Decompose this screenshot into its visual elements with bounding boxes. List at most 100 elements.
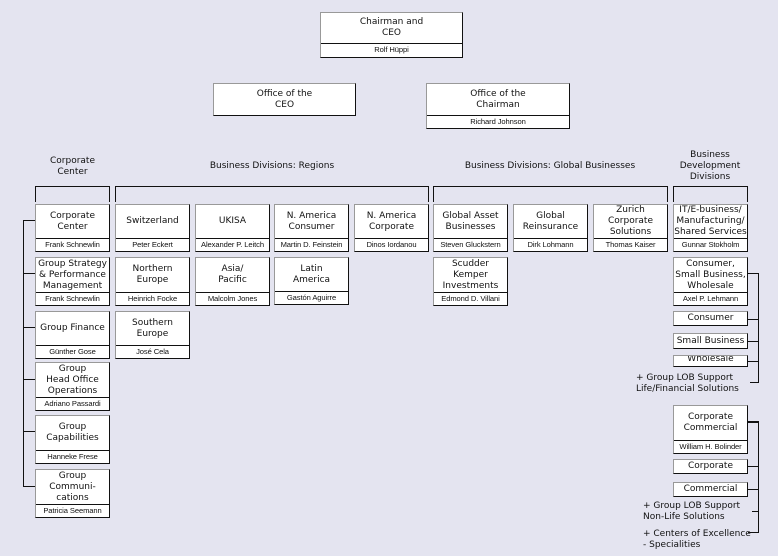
box-name: Dirk Lohmann (514, 238, 587, 251)
corporate-commercial-box[interactable]: Corporate Commercial William H. Bolinder (673, 405, 748, 454)
bracket-bizdev (673, 186, 748, 202)
box-name: Malcolm Jones (196, 292, 269, 305)
box-name: Peter Eckert (116, 238, 189, 251)
box-name: Gunnar Stokholm (674, 238, 747, 251)
region-asia-pacific-box[interactable]: Asia/ Pacific Malcolm Jones (195, 257, 270, 306)
small-business-box[interactable]: Small Business (673, 333, 748, 349)
box-name: Frank Schnewlin (36, 292, 109, 305)
commercial-box[interactable]: Commercial (673, 482, 748, 497)
csbw-connector (748, 361, 758, 362)
cc-connector (23, 431, 35, 432)
cc-connector (23, 327, 35, 328)
it-ebusiness-box[interactable]: IT/E-business/ Manufacturing/ Shared Ser… (673, 204, 748, 252)
box-title: Commercial (683, 484, 738, 494)
box-name: Dinos Iordanou (355, 238, 428, 251)
box-title: Northern Europe (132, 264, 173, 285)
box-title: N. America Corporate (366, 210, 417, 232)
box-title: Global Reinsurance (522, 210, 579, 232)
region-na-corporate-box[interactable]: N. America Corporate Dinos Iordanou (354, 204, 429, 252)
box-title: Consumer (687, 313, 734, 323)
corporate-box[interactable]: Corporate (673, 459, 748, 474)
box-name: José Cela (116, 345, 189, 358)
zurich-corporate-solutions-box[interactable]: Zurich Corporate Solutions Thomas Kaiser (593, 204, 668, 252)
csbw-note: + Group LOB Support Life/Financial Solut… (636, 373, 739, 394)
region-ukisa-box[interactable]: UKISA Alexander P. Leitch (195, 204, 270, 252)
corporate-center-box[interactable]: Corporate Center Frank Schnewlin (35, 204, 110, 252)
box-title: UKISA (218, 216, 247, 226)
cc-bracket-connector (748, 489, 758, 490)
cc-note-lob: + Group LOB Support Non-Life Solutions (643, 501, 741, 522)
box-name: Hanneke Frese (36, 450, 109, 463)
box-title: Office of the Chairman (470, 88, 526, 110)
box-title: Corporate (688, 461, 733, 471)
box-title: Group Strategy & Performance Management (38, 258, 107, 291)
box-name: Gastón Aguirre (275, 291, 348, 304)
box-name: Patricia Seemann (36, 504, 109, 517)
box-title: Corporate Commercial (683, 412, 738, 433)
cc-bracket-connector (748, 466, 758, 467)
global-asset-businesses-box[interactable]: Global Asset Businesses Steven Gluckster… (433, 204, 508, 252)
box-title: Chairman and CEO (359, 17, 424, 38)
cc-connector-vertical (23, 220, 24, 487)
global-reinsurance-box[interactable]: Global Reinsurance Dirk Lohmann (513, 204, 588, 252)
cc-connector (23, 486, 35, 487)
box-title: Switzerland (126, 216, 179, 226)
consumer-box[interactable]: Consumer (673, 311, 748, 326)
box-name: Heinrich Focke (116, 292, 189, 305)
group-finance-box[interactable]: Group Finance Günther Gose (35, 311, 110, 359)
box-title: Group Finance (40, 323, 105, 333)
chairman-ceo-box[interactable]: Chairman and CEO Rolf Hüppi (320, 12, 463, 58)
box-title: Group Capabilities (46, 422, 99, 443)
cc-bracket-connector (748, 532, 758, 533)
region-latin-america-box[interactable]: Latin America Gastón Aguirre (274, 257, 349, 305)
box-name: Steven Gluckstern (434, 238, 507, 251)
box-title: Latin America (292, 263, 331, 285)
box-name: Axel P. Lehmann (674, 292, 747, 305)
header-bizdev: Business Development Divisions (679, 150, 741, 182)
office-chairman-box[interactable]: Office of the Chairman Richard Johnson (426, 83, 570, 129)
cc-note-centers: + Centers of Excellence - Specialities (643, 529, 751, 550)
header-regions: Business Divisions: Regions (209, 161, 335, 171)
group-capabilities-box[interactable]: Group Capabilities Hanneke Frese (35, 415, 110, 464)
box-title: Group Communi- cations (49, 470, 96, 503)
box-title: Group Head Office Operations (46, 363, 99, 396)
csbw-connector (748, 273, 758, 274)
box-title: Wholesale (687, 355, 734, 364)
box-title: IT/E-business/ Manufacturing/ Shared Ser… (674, 205, 747, 237)
box-title: Scudder Kemper Investments (442, 258, 499, 291)
region-na-consumer-box[interactable]: N. America Consumer Martin D. Feinstein (274, 204, 349, 252)
box-name: Thomas Kaiser (594, 238, 667, 251)
group-head-office-box[interactable]: Group Head Office Operations Adriano Pas… (35, 362, 110, 411)
box-title: Consumer, Small Business, Wholesale (675, 258, 746, 291)
box-title: Global Asset Businesses (442, 210, 499, 232)
box-name: William H. Bolinder (674, 440, 747, 453)
cc-bracket-vertical (758, 421, 759, 533)
box-title: Zurich Corporate Solutions (608, 205, 653, 237)
scudder-kemper-box[interactable]: Scudder Kemper Investments Edmond D. Vil… (433, 257, 508, 306)
wholesale-box[interactable]: Wholesale (673, 355, 748, 367)
bracket-global (433, 186, 668, 202)
consumer-sb-wholesale-box[interactable]: Consumer, Small Business, Wholesale Axel… (673, 257, 748, 306)
cc-bracket-connector (748, 421, 758, 423)
cc-connector (23, 379, 35, 380)
box-name: Adriano Passardi (36, 397, 109, 410)
box-title: Office of the CEO (256, 88, 313, 110)
region-northern-europe-box[interactable]: Northern Europe Heinrich Focke (115, 257, 190, 306)
box-name: Günther Gose (36, 345, 109, 358)
box-title: N. America Consumer (286, 210, 337, 232)
region-switzerland-box[interactable]: Switzerland Peter Eckert (115, 204, 190, 252)
office-ceo-box[interactable]: Office of the CEO (213, 83, 356, 116)
group-strategy-box[interactable]: Group Strategy & Performance Management … (35, 257, 110, 306)
box-title: Asia/ Pacific (218, 264, 247, 285)
bracket-regions (115, 186, 429, 202)
cc-bracket-connector (752, 511, 758, 512)
box-title: Southern Europe (132, 317, 173, 339)
box-name: Martin D. Feinstein (275, 238, 348, 251)
region-southern-europe-box[interactable]: Southern Europe José Cela (115, 311, 190, 359)
cc-connector (23, 273, 35, 274)
header-global: Business Divisions: Global Businesses (464, 161, 636, 171)
box-name: Rolf Hüppi (321, 43, 462, 56)
group-communications-box[interactable]: Group Communi- cations Patricia Seemann (35, 469, 110, 518)
box-name: Alexander P. Leitch (196, 238, 269, 251)
box-title: Corporate Center (50, 210, 95, 232)
